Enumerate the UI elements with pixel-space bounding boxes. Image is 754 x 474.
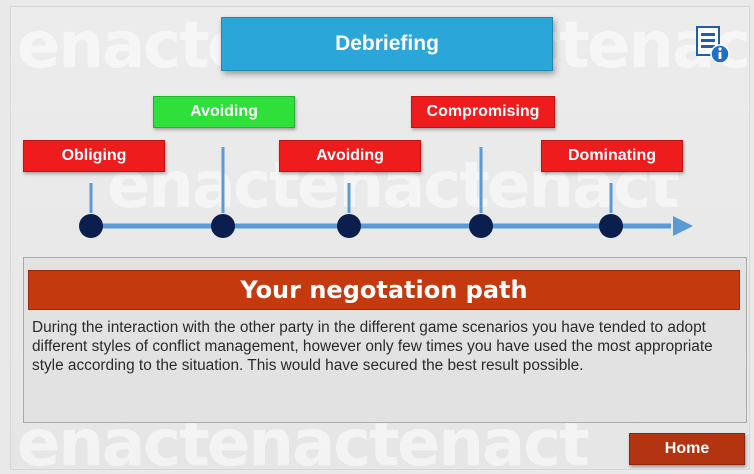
info-button[interactable]	[695, 25, 731, 65]
arrow-right-icon	[673, 216, 693, 236]
step-label-avoiding: Avoiding	[279, 140, 421, 172]
panel-title: Your negotation path	[28, 270, 740, 310]
step-label-compromising: Compromising	[411, 96, 555, 128]
step-label-avoiding-appropriate: Avoiding	[153, 96, 295, 128]
negotiation-timeline	[79, 147, 693, 238]
step-label-dominating: Dominating	[541, 140, 683, 172]
step-node	[337, 214, 361, 238]
debriefing-title: Debriefing	[221, 17, 553, 71]
step-node	[79, 214, 103, 238]
home-button[interactable]: Home	[629, 433, 745, 465]
step-label-obliging: Obliging	[23, 140, 165, 172]
step-node	[599, 214, 623, 238]
panel-description: During the interaction with the other pa…	[32, 319, 713, 374]
step-node	[469, 214, 493, 238]
game-screen: enact enact enact enact enact enact enac…	[10, 6, 750, 470]
step-node	[211, 214, 235, 238]
document-info-icon	[696, 26, 730, 64]
result-panel: Your negotation path During the interact…	[23, 257, 747, 423]
